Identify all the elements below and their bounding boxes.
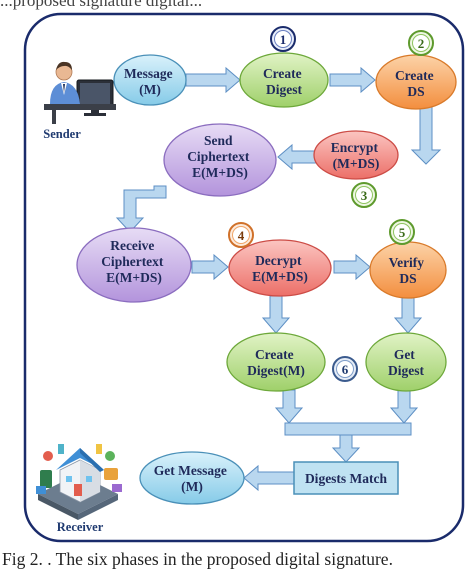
arrow-ds-to-encrypt bbox=[410, 103, 442, 165]
figure-caption: Fig 2. . The six phases in the proposed … bbox=[2, 549, 393, 569]
node-receive-ciphertext-label: Receive Ciphertext E(M+DS) bbox=[101, 238, 167, 285]
arrow-send-to-receive bbox=[115, 185, 167, 233]
arrow-digest-to-ds bbox=[329, 66, 376, 94]
phase-4-badge: 4 bbox=[228, 222, 254, 248]
node-create-digest bbox=[239, 52, 329, 108]
node-get-digest bbox=[365, 332, 447, 392]
node-verify-ds-label: Verify DS bbox=[389, 255, 428, 286]
receiver-label: Receiver bbox=[57, 520, 104, 534]
node-digests-match-label: Digests Match bbox=[305, 471, 388, 486]
merge-bar bbox=[284, 422, 412, 436]
svg-text:3: 3 bbox=[361, 188, 368, 203]
svg-text:4: 4 bbox=[238, 228, 245, 243]
sender-label: Sender bbox=[43, 127, 81, 141]
svg-text:2: 2 bbox=[418, 36, 425, 51]
svg-text:1: 1 bbox=[280, 32, 287, 47]
node-get-message-label: Get Message (M) bbox=[154, 463, 230, 494]
arrow-merge-to-match bbox=[331, 434, 361, 463]
arrow-message-to-digest bbox=[185, 66, 241, 94]
node-message-label: Message (M) bbox=[124, 66, 176, 97]
phase-6-badge: 6 bbox=[332, 356, 358, 382]
top-cropped-text: ...proposed signature digital... bbox=[0, 0, 203, 10]
node-decrypt-label: Decrypt E(M+DS) bbox=[252, 253, 308, 284]
node-encrypt bbox=[313, 130, 399, 180]
node-create-digest-label: Create Digest bbox=[263, 66, 305, 97]
node-digests-match bbox=[293, 461, 399, 495]
node-encrypt-label: Encrypt (M+DS) bbox=[331, 140, 382, 171]
arrow-create-digest-down bbox=[274, 389, 304, 424]
node-get-digest-label: Get Digest bbox=[388, 347, 424, 378]
svg-text:5: 5 bbox=[399, 225, 406, 240]
phase-3-badge: 3 bbox=[351, 182, 377, 208]
phase-1-badge: 1 bbox=[270, 26, 296, 52]
arrow-get-digest-down bbox=[389, 389, 419, 424]
phase-2-badge: 2 bbox=[408, 30, 434, 56]
sender-person-icon bbox=[44, 61, 116, 124]
arrow-receive-to-decrypt bbox=[191, 253, 229, 281]
node-send-ciphertext bbox=[163, 123, 277, 197]
arrow-decrypt-to-create-digest bbox=[261, 295, 291, 334]
arrow-decrypt-to-verify bbox=[333, 253, 371, 281]
flow-arrows bbox=[115, 66, 442, 492]
node-verify-ds bbox=[369, 241, 447, 299]
svg-text:6: 6 bbox=[342, 362, 349, 377]
node-create-ds-label: Create DS bbox=[395, 68, 437, 99]
node-get-message bbox=[139, 451, 245, 505]
phase-5-badge: 5 bbox=[389, 219, 415, 245]
node-create-digest-m-label: Create Digest(M) bbox=[247, 347, 305, 378]
node-decrypt bbox=[228, 239, 332, 297]
arrow-verify-to-get-digest bbox=[393, 297, 423, 334]
receiver-house-icon bbox=[36, 444, 122, 520]
node-receive-ciphertext bbox=[76, 227, 192, 303]
node-message bbox=[113, 54, 187, 106]
arrow-match-to-getmessage bbox=[243, 464, 295, 492]
node-send-ciphertext-label: Send Ciphertext E(M+DS) bbox=[187, 133, 253, 180]
node-create-digest-m bbox=[226, 332, 326, 392]
arrow-encrypt-to-send bbox=[277, 143, 317, 171]
